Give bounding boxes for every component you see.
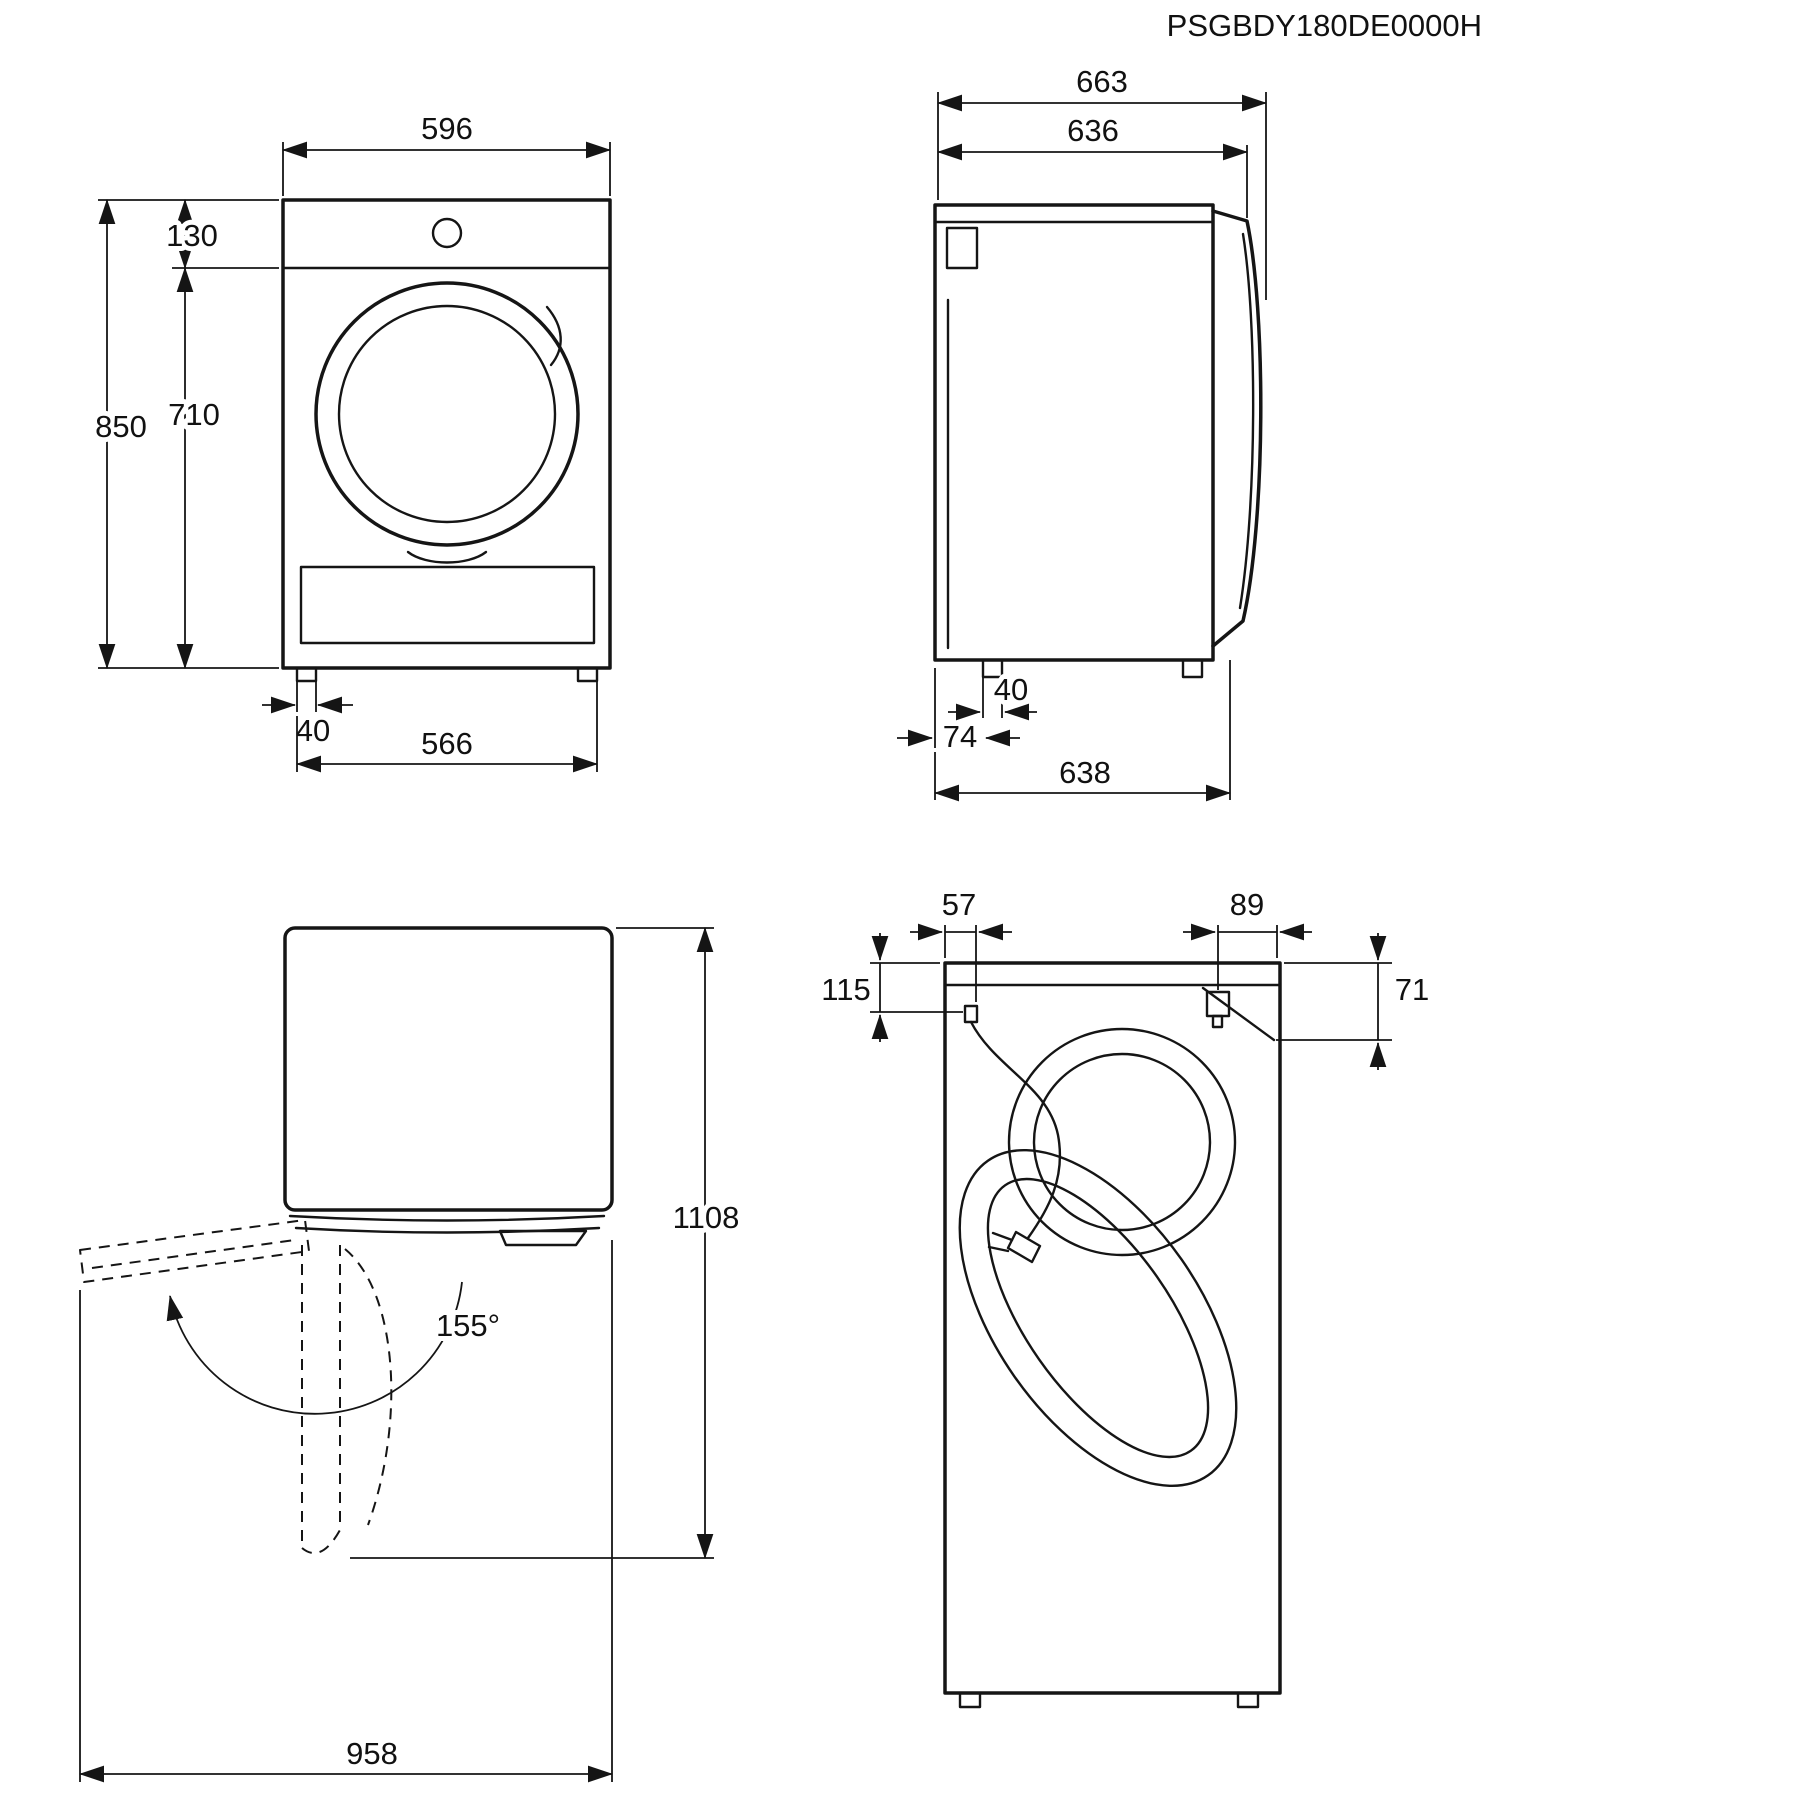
side-depth-label: 663 [1076,64,1128,99]
front-width-label: 596 [421,111,473,146]
rear-cordx-label: 57 [942,887,976,922]
top-door-handle-tab [498,1229,588,1247]
side-rear-foot [981,658,1004,679]
front-feetspan-label: 566 [421,726,473,761]
rear-right-foot [1236,1691,1260,1709]
rear-brackety-extension-lines [1276,962,1392,1041]
rear-brackety-label: 71 [1395,972,1429,1007]
front-view: 596 850 130 710 40 566 [90,106,612,773]
rear-hose-loop-inner [986,1177,1210,1459]
rear-bracket-pin [1211,1014,1224,1029]
side-rearoffset-label: 74 [943,719,977,754]
front-panel-label: 130 [166,218,218,253]
rear-view: 57 89 115 71 [816,882,1434,1709]
rear-bracketx-extension-lines [1217,925,1278,990]
side-bodydepth-label: 636 [1067,113,1119,148]
top-open-door-panel [79,1219,310,1283]
side-front-foot [1181,658,1204,679]
top-door-swing-bottom-arc [301,1529,341,1554]
rear-bracket-diagonal [1201,986,1276,1042]
rear-left-foot [958,1691,982,1709]
rear-cordx-extension-lines [944,925,977,1002]
top-cabinet-outline [283,926,614,1212]
top-door-cone-outline [344,1248,393,1526]
side-foot-label: 40 [994,672,1028,707]
front-cabinet-outline [281,198,612,670]
rear-power-cord [969,1020,1062,1240]
rear-cordy-label: 115 [821,972,870,1007]
front-foot-extension-lines [296,681,317,712]
rear-hose-loop-outer [958,1148,1238,1488]
side-rear-vent [945,226,979,270]
side-view: 663 636 40 74 638 [897,59,1268,802]
front-door-outer-ring [314,281,580,547]
top-door-angle-label: 155° [436,1308,500,1343]
rear-drum-outer-circle [1007,1027,1237,1257]
rear-cabinet-outline [943,961,1282,1695]
side-basedepth-label: 638 [1059,755,1111,790]
front-right-foot [576,666,599,683]
top-depthopen-extension-lines [350,927,714,1559]
front-left-foot [295,666,318,683]
rear-cordy-extension-lines [870,962,963,1013]
rear-drum-inner-circle [1032,1052,1212,1232]
rear-plug-prongs [987,1231,1014,1253]
top-door-angle-arc [166,1281,463,1415]
side-cabinet-outline [933,203,1215,662]
front-body-label: 710 [168,397,220,432]
front-door-inner-ring [337,304,557,524]
rear-plug-body [1006,1230,1042,1264]
side-door-inner-line [1238,232,1255,610]
front-foot-label: 40 [296,713,330,748]
top-front-edge-line-1 [288,1214,606,1222]
top-depthopen-label: 1108 [673,1200,740,1235]
rear-bracketx-label: 89 [1230,887,1264,922]
front-door-bottom-detail [406,550,488,564]
rear-cord-connector [963,1004,979,1024]
side-door-profile [1211,209,1263,648]
front-program-knob [431,217,463,249]
top-open-door-inner-line [91,1239,296,1269]
top-widthopen-extension-lines [79,1240,613,1782]
top-view: 155° 1108 958 [78,926,744,1783]
front-door-handle-notch [545,305,562,367]
front-height-label: 850 [95,409,147,444]
top-widthopen-label: 958 [346,1736,398,1771]
front-drawer-panel [299,565,596,645]
part-number: PSGBDY180DE0000H [1167,8,1482,43]
side-foot-extension-lines [982,677,1003,718]
